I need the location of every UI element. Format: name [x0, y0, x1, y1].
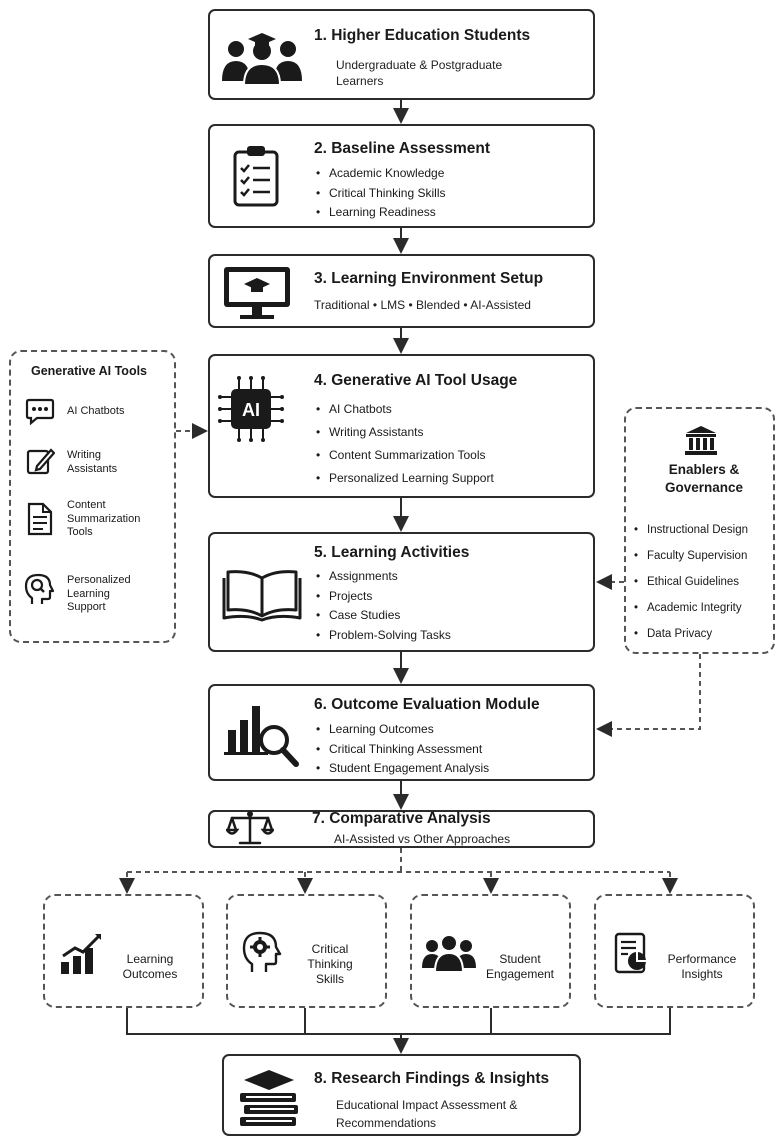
- institution-icon: [685, 426, 717, 455]
- outcome-label-1: Learning Outcomes: [122, 952, 178, 981]
- outcome-label-2: Critical Thinking Skills: [307, 942, 353, 986]
- left-panel-item-2: Writing Assistants: [67, 449, 118, 475]
- step-6-list: Learning Outcomes Critical Thinking Asse…: [316, 720, 489, 779]
- outcome-card-critical-thinking: Critical Thinking Skills: [226, 894, 387, 1008]
- list-item: Problem-Solving Tasks: [316, 626, 451, 646]
- list-item: Academic Integrity: [634, 595, 748, 621]
- left-panel-item-4: Personalized Learning Support: [67, 574, 131, 613]
- clipboard-checklist-icon: [233, 146, 279, 207]
- chat-icon: [25, 398, 55, 426]
- scales-icon: [226, 811, 274, 845]
- step-4-box: AI 4. Generative AI Tool Usage AI Chatbo…: [208, 354, 595, 498]
- right-panel-title: Enablers & Governance: [664, 462, 744, 495]
- step-5-list: Assignments Projects Case Studies Proble…: [316, 567, 451, 645]
- pencil-icon: [26, 448, 55, 475]
- step-3-title: 3. Learning Environment Setup: [314, 270, 544, 287]
- head-search-icon: [24, 573, 55, 604]
- generative-ai-tools-panel: Generative AI Tools AI Chatbots Writing …: [9, 350, 176, 643]
- step-1-subtitle: Undergraduate & Postgraduate Learners: [336, 58, 503, 88]
- step-6-box: 6. Outcome Evaluation Module Learning Ou…: [208, 684, 595, 781]
- list-item: Learning Readiness: [316, 203, 445, 223]
- left-panel-item-1: AI Chatbots: [67, 405, 125, 417]
- merge-1: [126, 1008, 401, 1035]
- step-2-box: 2. Baseline Assessment Academic Knowledg…: [208, 124, 595, 228]
- merge-4: [401, 1008, 671, 1035]
- right-panel-list: Instructional Design Faculty Supervision…: [634, 517, 748, 647]
- growth-chart-icon: [61, 934, 101, 974]
- list-item: Writing Assistants: [316, 421, 494, 444]
- chart-magnifier-icon: [224, 706, 299, 767]
- ai-chip-label: AI: [242, 400, 260, 420]
- outcome-card-learning: Learning Outcomes: [43, 894, 204, 1008]
- list-item: Content Summarization Tools: [316, 444, 494, 467]
- list-item: Student Engagement Analysis: [316, 759, 489, 779]
- step-5-box: 5. Learning Activities Assignments Proje…: [208, 532, 595, 652]
- step-1-title: 1. Higher Education Students: [314, 27, 531, 44]
- step-8-subtitle: Educational Impact Assessment & Recommen…: [336, 1098, 518, 1130]
- left-panel-title: Generative AI Tools: [31, 364, 148, 378]
- enablers-governance-panel: Enablers & Governance Instructional Desi…: [624, 407, 775, 654]
- step-8-title: 8. Research Findings & Insights: [314, 1070, 550, 1087]
- list-item: AI Chatbots: [316, 398, 494, 421]
- step-3-subtitle: Traditional • LMS • Blended • AI-Assiste…: [314, 298, 531, 312]
- step-8-box: 8. Research Findings & Insights Educatio…: [222, 1054, 581, 1136]
- outcome-label-4: Performance Insights: [667, 952, 737, 981]
- list-item: Personalized Learning Support: [316, 467, 494, 490]
- list-item: Case Studies: [316, 606, 451, 626]
- left-panel-item-3: Content Summarization Tools: [67, 499, 141, 538]
- graduate-group-icon: [222, 33, 302, 86]
- list-item: Learning Outcomes: [316, 720, 489, 740]
- report-icon: [614, 932, 646, 974]
- outcome-card-engagement: Student Engagement: [410, 894, 571, 1008]
- ai-chip-icon: AI: [218, 376, 284, 442]
- monitor-graduation-icon: [224, 267, 290, 319]
- step-1-box: 1. Higher Education Students Undergradua…: [208, 9, 595, 100]
- arrow-right-panel-6: [596, 654, 701, 737]
- list-item: Assignments: [316, 567, 451, 587]
- list-item: Academic Knowledge: [316, 164, 445, 184]
- outcome-label-3: Student Engagement: [485, 952, 555, 981]
- head-gear-icon: [242, 931, 282, 972]
- step-7-title: 7. Comparative Analysis: [312, 810, 491, 827]
- step-2-list: Academic Knowledge Critical Thinking Ski…: [316, 164, 445, 223]
- step-4-list: AI Chatbots Writing Assistants Content S…: [316, 398, 494, 490]
- step-5-title: 5. Learning Activities: [314, 544, 470, 561]
- list-item: Ethical Guidelines: [634, 569, 748, 595]
- step-7-group: 7. Comparative Analysis AI-Assisted vs O…: [208, 808, 595, 848]
- people-icon: [422, 934, 476, 973]
- book-stack-icon: [240, 1070, 298, 1126]
- list-item: Critical Thinking Skills: [316, 184, 445, 204]
- step-7-content-box: [208, 810, 595, 848]
- list-item: Faculty Supervision: [634, 543, 748, 569]
- step-3-box: 3. Learning Environment Setup Traditiona…: [208, 254, 595, 328]
- step-4-title: 4. Generative AI Tool Usage: [314, 372, 518, 389]
- list-item: Instructional Design: [634, 517, 748, 543]
- open-book-icon: [222, 570, 302, 622]
- outcome-card-performance: Performance Insights: [594, 894, 755, 1008]
- list-item: Projects: [316, 587, 451, 607]
- list-item: Data Privacy: [634, 621, 748, 647]
- step-7-subtitle: AI-Assisted vs Other Approaches: [334, 832, 511, 846]
- step-6-title: 6. Outcome Evaluation Module: [314, 696, 540, 713]
- list-item: Critical Thinking Assessment: [316, 740, 489, 760]
- document-icon: [27, 502, 53, 536]
- step-2-title: 2. Baseline Assessment: [314, 140, 491, 157]
